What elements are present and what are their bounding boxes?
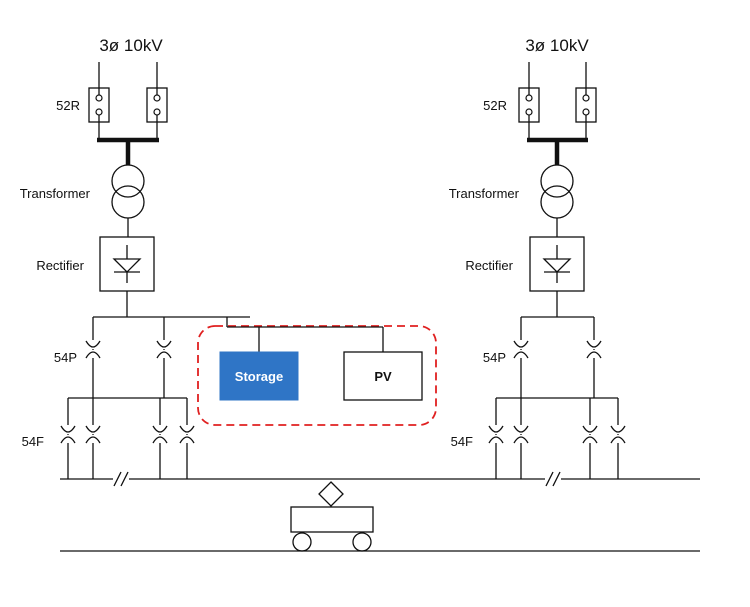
- rectifier-left: [99, 236, 155, 292]
- substation-right: 3ø 10kV 52R Transformer Rectifier 54P: [449, 36, 626, 479]
- transformer-label-right: Transformer: [449, 186, 520, 201]
- train: [290, 481, 374, 552]
- source-label-right: 3ø 10kV: [525, 36, 589, 55]
- rectifier-label-left: Rectifier: [36, 258, 84, 273]
- der-group: Storage PV: [197, 317, 437, 426]
- breaker-52r-label-left: 52R: [56, 98, 80, 113]
- breaker-52r-label-right: 52R: [483, 98, 507, 113]
- breaker-54f-7: [582, 425, 598, 444]
- breaker-54f-8: [610, 425, 626, 444]
- breaker-54p-3: [513, 340, 529, 359]
- breaker-54p-label-right: 54P: [483, 350, 506, 365]
- breaker-54p-label-left: 54P: [54, 350, 77, 365]
- breaker-52r-3: [518, 87, 540, 123]
- breaker-54f-1: [60, 425, 76, 444]
- wheel-left: [292, 532, 312, 552]
- rectifier-right: [529, 236, 585, 292]
- breaker-54f-2: [85, 425, 101, 444]
- storage-label: Storage: [235, 369, 283, 384]
- der-boundary: [197, 325, 437, 426]
- breaker-54f-5: [488, 425, 504, 444]
- transformer-label-left: Transformer: [20, 186, 91, 201]
- breaker-52r-2: [146, 87, 168, 123]
- breaker-54f-label-right: 54F: [451, 434, 473, 449]
- section-break-left: [113, 471, 129, 487]
- breaker-54f-label-left: 54F: [22, 434, 44, 449]
- rectifier-label-right: Rectifier: [465, 258, 513, 273]
- wheel-right: [352, 532, 372, 552]
- breaker-54f-4: [179, 425, 195, 444]
- breaker-54f-6: [513, 425, 529, 444]
- breaker-54p-4: [586, 340, 602, 359]
- pv-label: PV: [374, 369, 392, 384]
- train-body: [290, 506, 374, 533]
- transformer-left: [111, 164, 145, 219]
- section-break-right: [545, 471, 561, 487]
- breaker-54f-3: [152, 425, 168, 444]
- catenary-line: [60, 471, 700, 487]
- substation-left: 3ø 10kV 52R Transformer Rectifier 54P: [20, 36, 250, 479]
- breaker-54p-1: [85, 340, 101, 359]
- breaker-52r-4: [575, 87, 597, 123]
- breaker-54p-2: [156, 340, 172, 359]
- breaker-52r-1: [88, 87, 110, 123]
- storage-box: Storage: [219, 351, 299, 401]
- pv-box: PV: [343, 351, 423, 401]
- source-label-left: 3ø 10kV: [99, 36, 163, 55]
- transformer-right: [540, 164, 574, 219]
- pantograph: [318, 481, 344, 507]
